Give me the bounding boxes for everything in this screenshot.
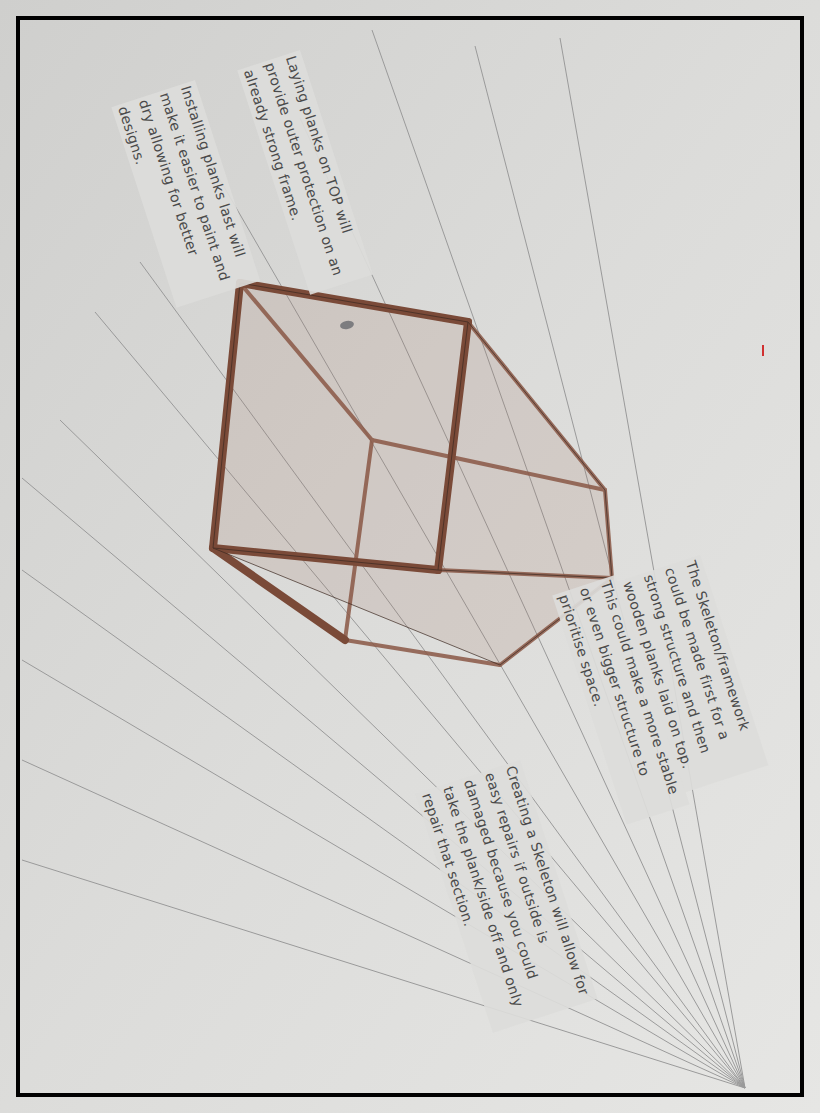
frame-border [18, 18, 802, 1095]
note-text: Creating a Skeleton will allow for easy … [415, 760, 597, 1033]
note-text: Installing planks last will make it easi… [111, 80, 260, 308]
cuboid-frame [213, 283, 612, 665]
perspective-guides [22, 30, 745, 1088]
note-text: Laying planks on TOP will provide outer … [237, 50, 373, 295]
red-tick [762, 345, 764, 356]
